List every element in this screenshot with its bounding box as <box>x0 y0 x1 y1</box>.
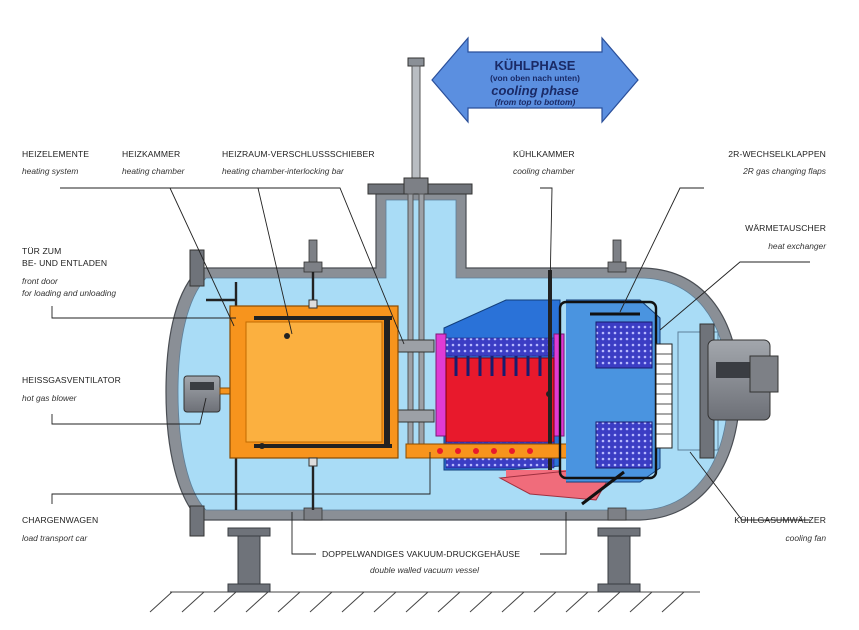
label-load-car: CHARGENWAGEN load transport car <box>22 515 98 543</box>
label-de: HEIZRAUM-VERSCHLUSSSCHIEBER <box>222 149 375 159</box>
arrow-sub-de: (von oben nach unten) <box>490 73 580 83</box>
label-en: heating chamber <box>122 166 186 176</box>
label-heating-elements: HEIZELEMENTE heating system <box>22 149 89 176</box>
arrow-title-de: KÜHLPHASE <box>495 58 576 73</box>
label-de: 2R-WECHSELKLAPPEN <box>728 149 826 159</box>
label-en: 2R gas changing flaps <box>742 166 827 176</box>
label-de: WÄRMETAUSCHER <box>745 223 826 233</box>
heating-chamber <box>229 299 399 467</box>
label-en: heating chamber-interlocking bar <box>222 166 345 176</box>
label-gas-flaps: 2R-WECHSELKLAPPEN 2R gas changing flaps <box>728 149 827 176</box>
vessel-support-legs <box>227 527 641 593</box>
label-cooling-chamber: KÜHLKAMMER cooling chamber <box>513 149 576 176</box>
label-heat-exchanger: WÄRMETAUSCHER heat exchanger <box>745 223 827 251</box>
label-en: cooling chamber <box>513 166 576 176</box>
label-en-2: for loading and unloading <box>22 288 116 298</box>
label-de: CHARGENWAGEN <box>22 515 98 525</box>
label-de: HEISSGASVENTILATOR <box>22 375 121 385</box>
leader-lines <box>51 187 810 555</box>
label-heating-chamber: HEIZKAMMER heating chamber <box>122 149 186 176</box>
label-en: hot gas blower <box>22 393 78 403</box>
label-en: load transport car <box>22 533 88 543</box>
interlocking-bar <box>397 57 435 445</box>
cooling-phase-arrow: KÜHLPHASE (von oben nach unten) cooling … <box>431 36 639 124</box>
label-en: heat exchanger <box>768 241 827 251</box>
label-interlocking-bar: HEIZRAUM-VERSCHLUSSSCHIEBER heating cham… <box>222 149 375 176</box>
arrow-title-en: cooling phase <box>491 83 578 98</box>
ground-hatching <box>149 591 700 613</box>
label-cooling-fan: KÜHLGASUMWÄLZER cooling fan <box>734 515 826 543</box>
label-de: KÜHLGASUMWÄLZER <box>734 515 826 525</box>
label-de: HEIZELEMENTE <box>22 149 89 159</box>
cooling-fan <box>655 323 779 459</box>
label-en: double walled vacuum vessel <box>370 565 480 575</box>
label-hot-gas-blower: HEISSGASVENTILATOR hot gas blower <box>22 375 121 403</box>
arrow-sub-en: (from top to bottom) <box>495 97 576 107</box>
label-en: heating system <box>22 166 78 176</box>
label-de: HEIZKAMMER <box>122 149 180 159</box>
label-de: KÜHLKAMMER <box>513 149 575 159</box>
label-front-door: TÜR ZUM BE- UND ENTLADEN front door for … <box>22 246 116 298</box>
heat-exchanger <box>558 299 661 506</box>
label-vacuum-vessel: DOPPELWANDIGES VAKUUM-DRUCKGEHÄUSE doubl… <box>322 549 520 575</box>
label-en: cooling fan <box>785 533 826 543</box>
label-de-1: TÜR ZUM <box>22 246 61 256</box>
label-de-2: BE- UND ENTLADEN <box>22 258 107 268</box>
label-de: DOPPELWANDIGES VAKUUM-DRUCKGEHÄUSE <box>322 549 520 559</box>
label-en-1: front door <box>22 276 59 286</box>
